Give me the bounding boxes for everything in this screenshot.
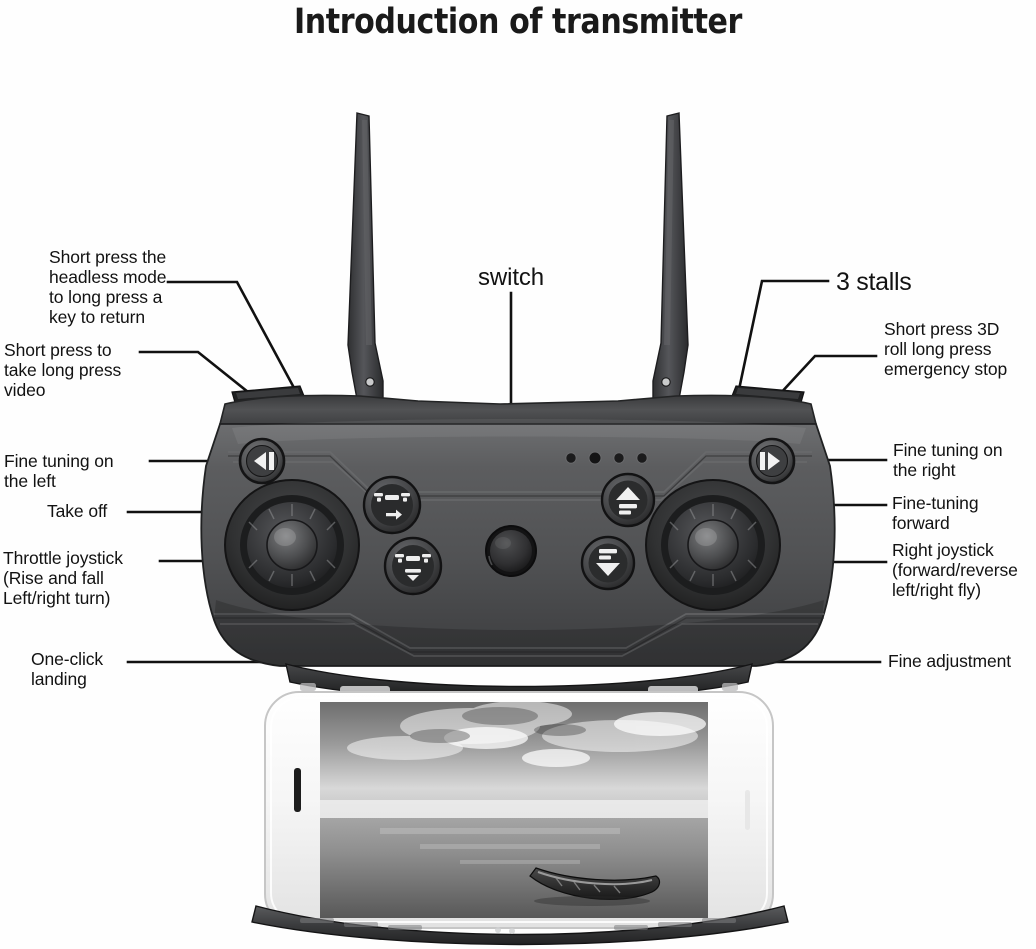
up-arrow-icon [616, 487, 640, 515]
drone-landing-icon [395, 554, 431, 581]
transmitter-base-bar [251, 905, 789, 946]
led-indicator-row [565, 451, 648, 465]
leader-3-stalls [735, 279, 830, 401]
phone-screen[interactable] [320, 701, 708, 918]
leader-3d-roll [776, 354, 878, 398]
callout-label-take-off: Take off [47, 501, 108, 521]
mounted-smartphone[interactable] [264, 691, 774, 929]
drone-takeoff-icon [374, 493, 410, 520]
up-trim-button[interactable] [600, 472, 656, 528]
callout-label-fine-tuning-forward: Fine-tuning forward [892, 493, 979, 533]
callout-label-throttle-joystick: Throttle joystick (Rise and fall Left/ri… [3, 548, 123, 608]
take-off-button[interactable] [362, 475, 422, 535]
right-joystick[interactable] [645, 479, 781, 611]
callout-label-fine-tuning-right: Fine tuning on the right [893, 440, 1003, 480]
callout-label-one-click-landing: One-click landing [31, 649, 104, 689]
callout-label-3d-roll: Short press 3D roll long press emergency… [884, 319, 1008, 379]
antenna-right-hinge-screw [661, 377, 671, 387]
leader-headless-mode [166, 280, 302, 401]
callout-label-headless-mode: Short press the headless mode to long pr… [49, 247, 167, 327]
down-arrow-icon [596, 549, 620, 576]
callout-label-photo-video: Short press to take long press video [4, 340, 122, 400]
right-trim-button[interactable] [748, 437, 796, 485]
callout-label-fine-adjustment: Fine adjustment [888, 651, 1012, 671]
callout-label-fine-tuning-left: Fine tuning on the left [4, 451, 114, 491]
right-joystick-cap [687, 519, 739, 571]
callout-label-right-joystick: Right joystick (forward/reverse left/rig… [892, 540, 1018, 600]
one-click-landing-button[interactable] [383, 536, 443, 596]
left-joystick[interactable] [224, 479, 360, 611]
left-trim-button[interactable] [238, 437, 286, 485]
body-styling-lines [214, 451, 824, 657]
power-switch-button[interactable] [485, 525, 537, 577]
screen-photo-seascape [320, 702, 708, 918]
callout-label-switch: switch [477, 264, 545, 291]
boat [529, 867, 661, 906]
right-joystick-ridges [669, 504, 757, 586]
phone-earpiece-speaker [294, 768, 301, 812]
callout-label-3-stalls: 3 stalls [836, 268, 912, 296]
antenna-left [347, 112, 384, 400]
down-trim-button[interactable] [580, 535, 636, 591]
left-joystick-cap [266, 519, 318, 571]
left-joystick-ridges [248, 504, 336, 586]
base-vents [300, 918, 736, 930]
leader-photo-video [138, 350, 255, 398]
antenna-left-hinge-screw [365, 377, 375, 387]
right-arrow-icon [760, 452, 780, 470]
left-arrow-icon [254, 452, 274, 470]
antenna-right [652, 112, 689, 400]
page-title: Introduction of transmitter [294, 2, 742, 42]
